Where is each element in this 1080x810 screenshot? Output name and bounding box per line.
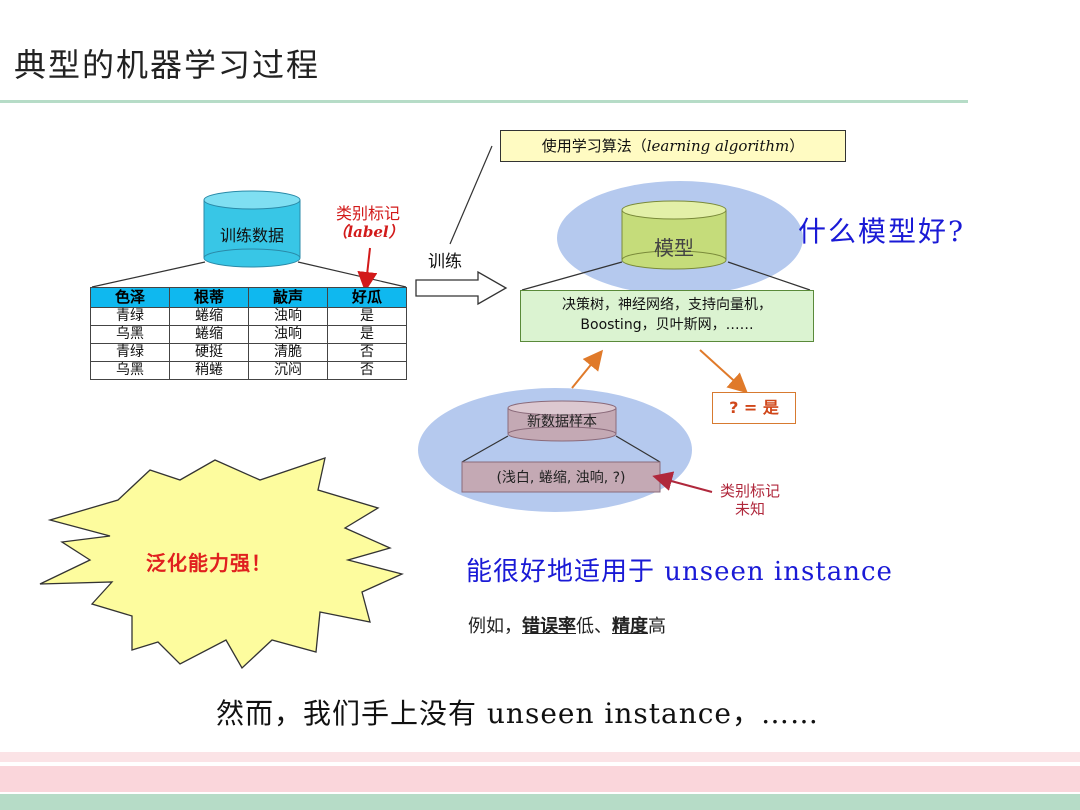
table-cell: 是 [327,307,407,326]
table-header: 根蒂 [169,287,249,308]
model-examples-line2: Boosting，贝叶斯网，…… [580,317,754,333]
class-label-note: 类别标记 （label） [318,204,418,242]
table-header: 色泽 [90,287,170,308]
table-cell: 乌黑 [90,361,170,380]
algorithm-suffix: ） [789,137,805,155]
unknown-label-line1: 类别标记 [719,482,780,500]
table-cell: 浊响 [248,307,328,326]
example-suffix: 高 [648,616,666,637]
table-cell: 乌黑 [90,325,170,344]
model-examples-line1: 决策树，神经网络，支持向量机， [562,297,772,313]
algorithm-prefix: 使用学习算法（ [541,137,647,155]
example-prefix: 例如， [468,616,522,637]
table-header: 好瓜 [327,287,407,308]
training-data-cylinder [203,190,301,268]
example-mid: 低、 [576,616,612,637]
training-data-label: 训练数据 [219,226,284,245]
table-cell: 硬挺 [169,343,249,362]
unknown-label-note: 类别标记 未知 [704,482,796,518]
new-sample-label: 新数据样本 [527,414,597,430]
learning-algorithm-box: 使用学习算法（learning algorithm） [500,130,846,162]
footer-band-bottom [0,794,1080,810]
training-data-table: 色泽 根蒂 敲声 好瓜 青绿 蜷缩 浊响 是 乌黑 蜷缩 浊响 是 青绿 硬挺 … [90,287,407,380]
table-cell: 稍蜷 [169,361,249,380]
table-cell: 青绿 [90,307,170,326]
train-arrow-label: 训练 [428,252,462,272]
model-cylinder [621,200,727,270]
new-sample-cylinder [507,400,617,442]
table-cell: 清脆 [248,343,328,362]
conclusion-text: 然而，我们手上没有 unseen instance，…… [216,697,819,730]
table-header: 敲声 [248,287,328,308]
table-cell: 否 [327,361,407,380]
page-title: 典型的机器学习过程 [14,46,321,84]
table-cell: 蜷缩 [169,307,249,326]
class-label-en: （label） [332,223,404,241]
footer-band-top [0,752,1080,762]
model-examples-box: 决策树，神经网络，支持向量机， Boosting，贝叶斯网，…… [520,290,814,342]
table-cell: 否 [327,343,407,362]
table-cell: 青绿 [90,343,170,362]
new-sample-features: (浅白, 蜷缩, 浊响, ?) [496,470,626,486]
example-error-rate: 错误率 [522,616,576,637]
table-row: 乌黑 蜷缩 浊响 是 [90,325,407,344]
class-label-text: 类别标记 [335,204,400,223]
prediction-box: ? = 是 [712,392,796,424]
unseen-example-line: 例如，错误率低、精度高 [468,612,666,638]
table-row: 乌黑 稍蜷 沉闷 否 [90,361,407,380]
example-precision: 精度 [612,616,648,637]
unknown-label-line2: 未知 [734,500,765,518]
algorithm-italic: learning algorithm [646,137,790,155]
footer-band-mid [0,766,1080,792]
generalization-burst-text: 泛化能力强！ [146,551,272,575]
unseen-instance-line: 能很好地适用于 unseen instance [466,557,893,587]
title-divider [0,100,968,103]
table-row: 青绿 硬挺 清脆 否 [90,343,407,362]
table-cell: 浊响 [248,325,328,344]
generalization-burst-shape [39,457,404,670]
table-header-row: 色泽 根蒂 敲声 好瓜 [90,287,407,308]
train-arrow [415,270,508,306]
new-sample-features-box [461,461,661,493]
table-cell: 蜷缩 [169,325,249,344]
table-cell: 是 [327,325,407,344]
table-cell: 沉闷 [248,361,328,380]
model-question: 什么模型好? [798,215,966,248]
table-row: 青绿 蜷缩 浊响 是 [90,307,407,326]
model-label: 模型 [654,236,694,260]
